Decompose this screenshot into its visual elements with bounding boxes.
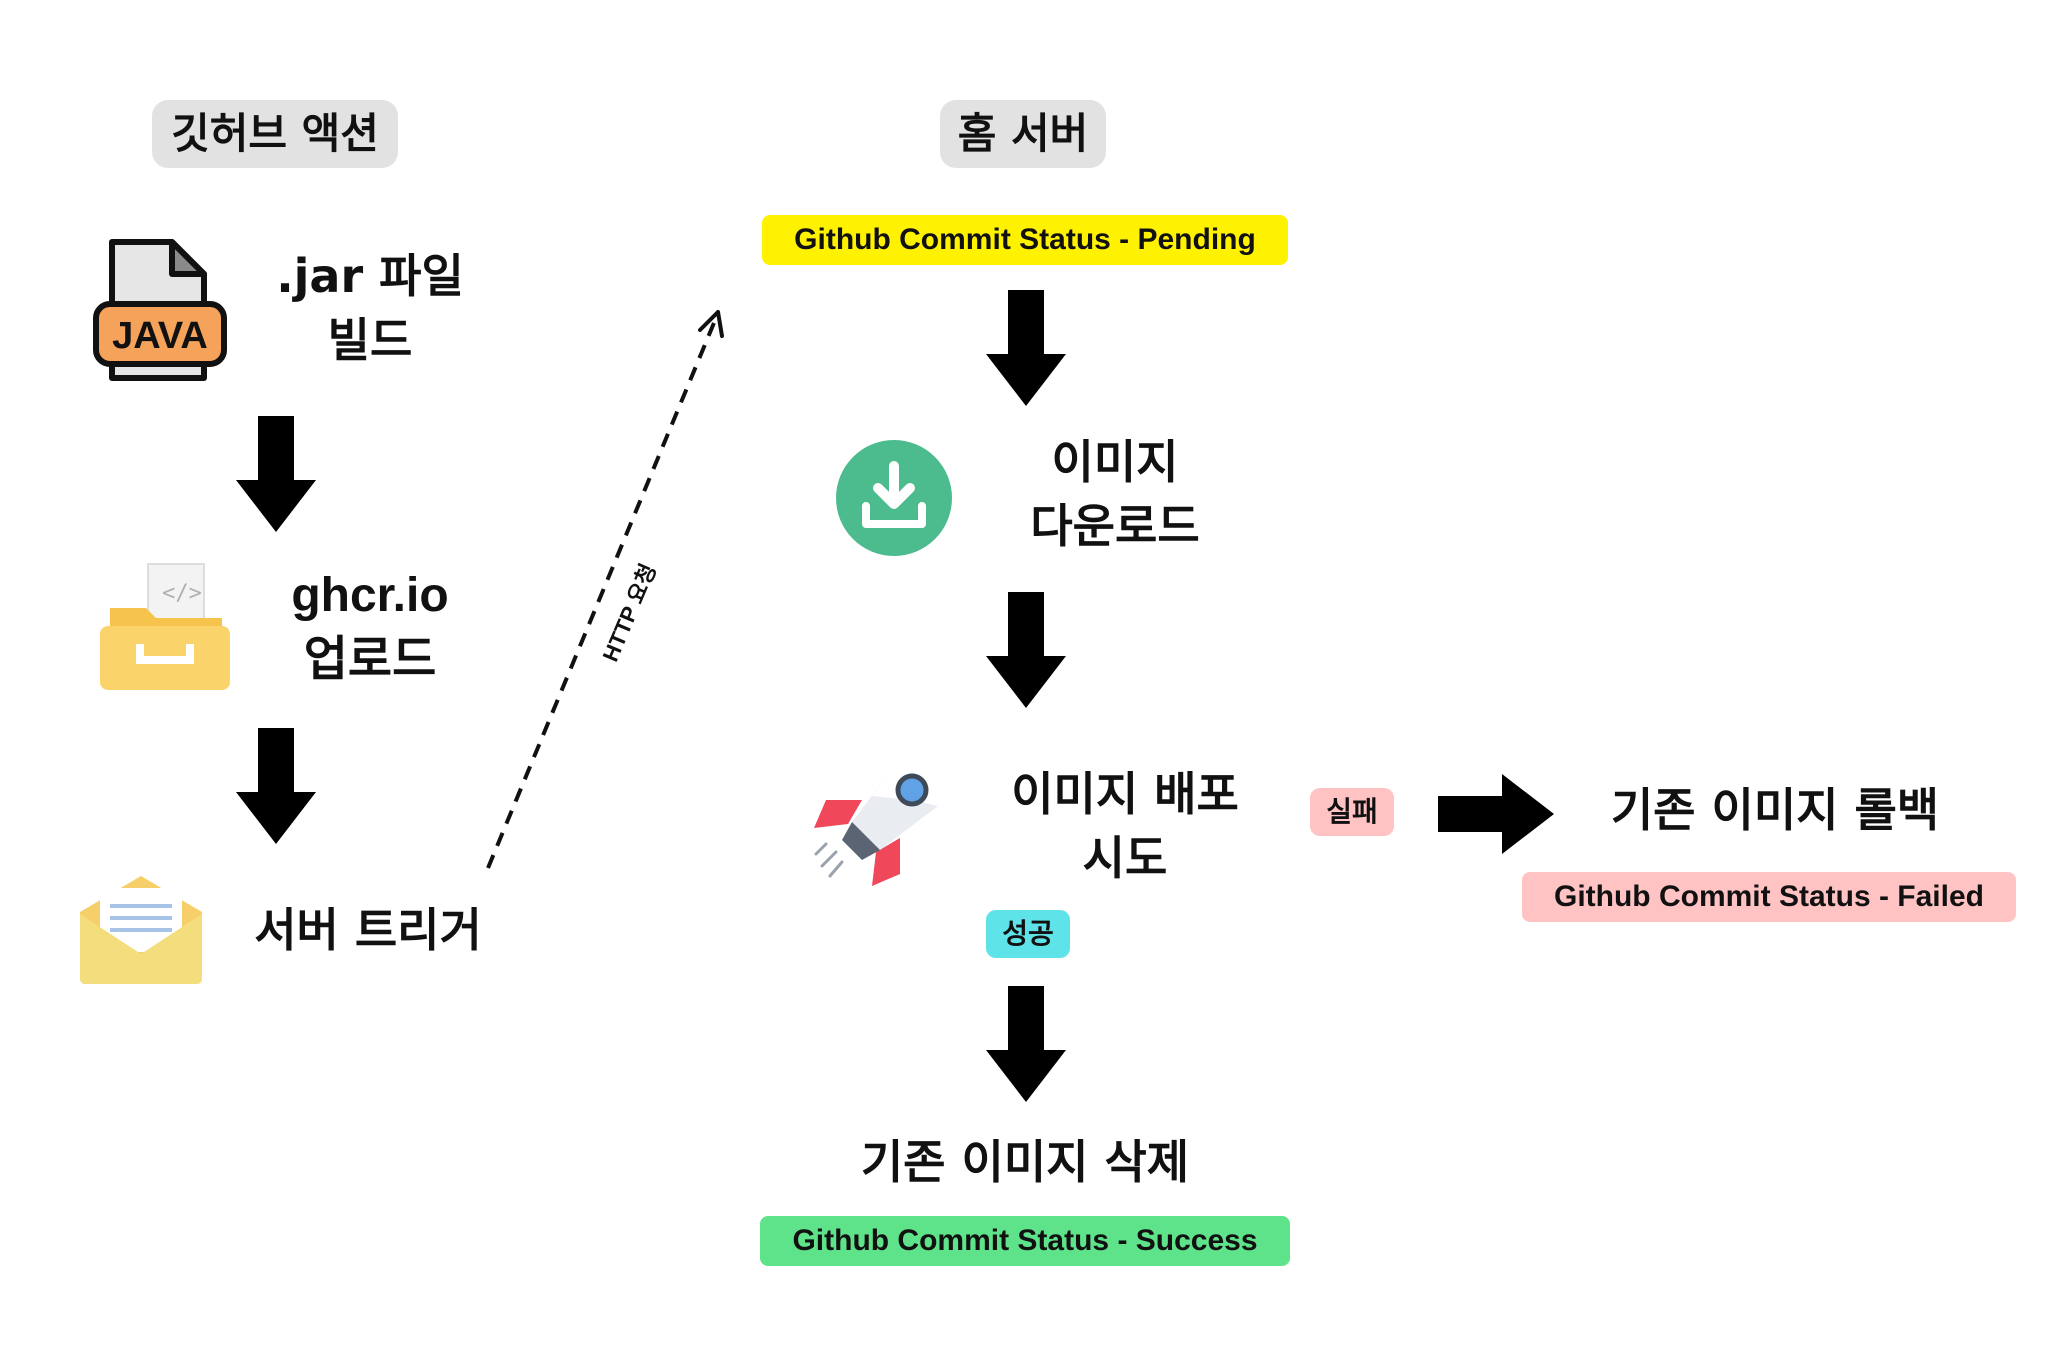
step-image-deploy-label: 이미지 배포 시도 (1011, 767, 1239, 885)
status-pending-badge: Github Commit Status - Pending (762, 215, 1288, 265)
down-arrow-icon (236, 728, 316, 844)
right-arrow-icon (1438, 774, 1554, 854)
success-tag: 성공 (986, 910, 1070, 958)
github-actions-header: 깃허브 액션 (152, 100, 398, 168)
down-arrow-icon (986, 290, 1066, 406)
envelope-icon (80, 876, 202, 984)
folder-code-icon: </> (100, 563, 230, 690)
status-failed-badge: Github Commit Status - Failed (1522, 872, 2016, 922)
download-icon (836, 440, 952, 556)
step-rollback-label: 기존 이미지 롤백 (1610, 783, 1940, 837)
step-jar-build-label: .jar 파일 빌드 (276, 249, 464, 367)
status-success-badge: Github Commit Status - Success (760, 1216, 1290, 1266)
step-ghcr-upload-label: ghcr.io 업로드 (291, 569, 449, 686)
step-image-download-label: 이미지 다운로드 (1030, 435, 1200, 553)
down-arrow-icon (236, 416, 316, 532)
rocket-icon (814, 745, 955, 886)
step-delete-old-image-label: 기존 이미지 삭제 (860, 1135, 1190, 1189)
svg-text:</>: </> (162, 581, 202, 606)
step-server-trigger-label: 서버 트리거 (254, 903, 482, 957)
svg-text:JAVA: JAVA (112, 315, 208, 357)
failure-tag: 실패 (1310, 788, 1394, 836)
home-server-header: 홈 서버 (940, 100, 1106, 168)
down-arrow-icon (986, 986, 1066, 1102)
java-file-icon: JAVA (93, 239, 227, 381)
down-arrow-icon (986, 592, 1066, 708)
